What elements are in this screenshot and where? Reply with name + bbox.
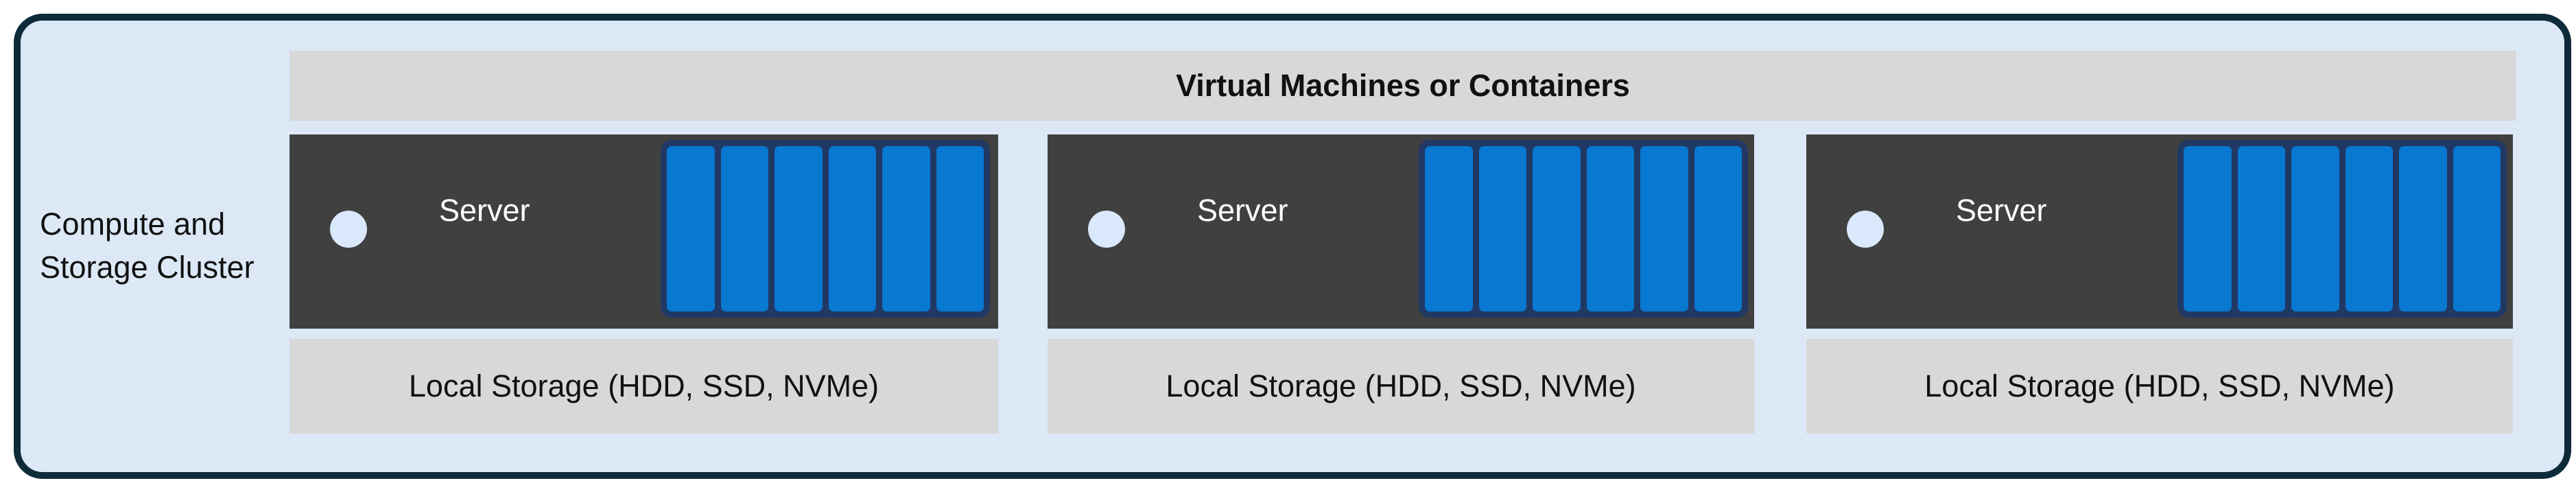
drive-slot [1478,146,1526,311]
drive-slot [882,146,930,311]
drive-bay [661,140,990,318]
drive-slot [1586,146,1634,311]
power-led-icon [330,211,367,248]
server-node-3: Server Local Storage (HDD, SSD, NVMe) [1806,0,2513,494]
server-box: Server [289,134,998,329]
power-led-icon [1088,211,1125,248]
drive-slot [1425,146,1473,311]
cluster-label: Compute and Storage Cluster [40,207,255,285]
drive-slot [1640,146,1688,311]
drive-slot [828,146,876,311]
local-storage-bar: Local Storage (HDD, SSD, NVMe) [1048,339,1754,434]
server-label: Server [1956,193,2047,228]
drive-bay [1419,140,1748,318]
drive-slot [2453,146,2501,311]
drive-slot [2345,146,2393,311]
drive-slot [667,146,715,311]
drive-slot [936,146,984,311]
drive-slot [1533,146,1581,311]
drive-slot [2399,146,2447,311]
vm-header-label: Virtual Machines or Containers [1176,68,1630,103]
drive-slot [2237,146,2285,311]
drive-slot [775,146,823,311]
local-storage-bar: Local Storage (HDD, SSD, NVMe) [1806,339,2513,434]
server-box: Server [1806,134,2513,329]
drive-slot [2184,146,2232,311]
drive-slot [720,146,768,311]
local-storage-bar: Local Storage (HDD, SSD, NVMe) [289,339,998,434]
vm-header-bar: Virtual Machines or Containers [289,51,2516,121]
server-box: Server [1048,134,1754,329]
drive-bay [2177,140,2507,318]
server-label: Server [1197,193,1288,228]
power-led-icon [1847,211,1884,248]
server-node-1: Server Local Storage (HDD, SSD, NVMe) [289,0,998,494]
server-label: Server [439,193,530,228]
drive-slot [1694,146,1742,311]
server-node-2: Server Local Storage (HDD, SSD, NVMe) [1048,0,1754,494]
drive-slot [2291,146,2339,311]
